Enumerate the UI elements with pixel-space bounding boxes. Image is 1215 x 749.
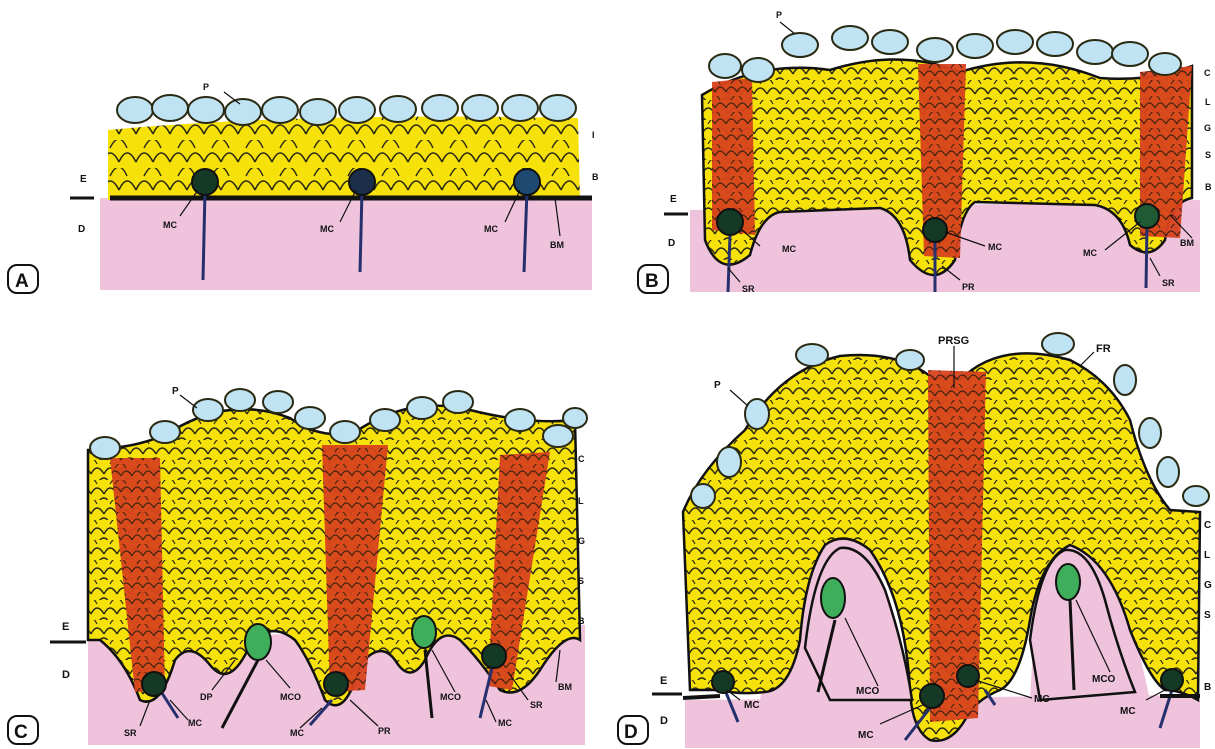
panel-a-label-mc-3: MC <box>484 224 498 234</box>
panel-d-merkel-cell-3 <box>957 665 979 687</box>
panel-a-merkel-cell-1 <box>192 169 218 195</box>
panel-d-label-mc-2: MC <box>858 730 874 741</box>
panel-d-label-mco-2: MCO <box>1092 674 1116 685</box>
panel-d-merkel-organ-1 <box>821 578 845 618</box>
panel-b-label-l: L <box>1205 97 1211 107</box>
panel-d-label-e: E <box>660 675 667 687</box>
panel-c-merkel-organ-1 <box>245 624 271 660</box>
panel-a-label-mc-1: MC <box>163 220 177 230</box>
panel-d-badge-label: D <box>624 722 638 743</box>
panel-d-label-mco-1: MCO <box>856 686 880 697</box>
panel-c-merkel-cell-1 <box>142 672 166 696</box>
panel-a-label-b: B <box>592 172 599 182</box>
panel-a-label-i: I <box>592 130 595 140</box>
panel-a: P I B E D MC MC MC BM A <box>8 82 599 293</box>
panel-d-label-d: D <box>660 715 668 727</box>
panel-b-label-g: G <box>1204 123 1211 133</box>
panel-d-label-s: S <box>1204 610 1211 621</box>
panel-b-label-c: C <box>1204 68 1211 78</box>
panel-a-label-e: E <box>80 174 87 185</box>
panel-c-merkel-cell-2 <box>324 672 348 696</box>
panel-d-label-mc-3: MC <box>1034 694 1050 705</box>
panel-c-label-bm: BM <box>558 682 572 692</box>
panel-b-label-bm: BM <box>1180 238 1194 248</box>
panel-c-merkel-cell-3 <box>482 644 506 668</box>
panel-b: P C L G S B E D MC MC MC BM SR PR SR B <box>638 10 1212 294</box>
panel-b-label-p: P <box>776 10 782 20</box>
panel-b-label-d: D <box>668 238 675 249</box>
panel-a-merkel-cell-2 <box>349 169 375 195</box>
panel-d-label-g: G <box>1204 580 1212 591</box>
panel-c-label-e: E <box>62 621 69 633</box>
panel-d-merkel-organ-2 <box>1056 564 1080 600</box>
panel-a-epithelium <box>108 117 580 201</box>
panel-d-merkel-cell-1 <box>712 671 734 693</box>
panel-b-label-s: S <box>1205 150 1211 160</box>
panel-c: P C L G S B E D DP MCO MCO SR MC MC PR M… <box>8 386 587 745</box>
panel-b-label-mc-3: MC <box>1083 248 1097 258</box>
panel-a-nerve-1 <box>203 190 205 280</box>
panel-c-label-s: S <box>578 576 584 586</box>
panel-b-label-b: B <box>1205 182 1212 192</box>
panel-a-badge-label: A <box>15 271 29 292</box>
panel-c-label-d: D <box>62 669 70 681</box>
panel-a-label-d: D <box>78 224 85 235</box>
panel-b-label-e: E <box>670 194 677 205</box>
panel-d: PRSG FR P C L G S B E D MCO MCO MC MC MC… <box>618 333 1212 748</box>
panel-b-label-pr: PR <box>962 282 975 292</box>
panel-d-label-mc-4: MC <box>1120 706 1136 717</box>
panel-c-merkel-organ-2 <box>412 616 436 648</box>
panel-c-label-mc-3: MC <box>498 718 512 728</box>
panel-c-label-b: B <box>578 616 585 626</box>
panel-c-label-mc-2: MC <box>290 728 304 738</box>
panel-d-label-b: B <box>1204 682 1211 693</box>
panel-b-label-sr-1: SR <box>742 284 755 294</box>
panel-d-label-mc-1: MC <box>744 700 760 711</box>
panel-a-label-mc-2: MC <box>320 224 334 234</box>
panel-c-label-mco-2: MCO <box>440 692 461 702</box>
panel-b-badge-label: B <box>645 271 659 292</box>
panel-c-label-mc-1: MC <box>188 718 202 728</box>
panel-c-label-g: G <box>578 536 585 546</box>
panel-d-merkel-cell-4 <box>1161 669 1183 691</box>
panel-d-label-c: C <box>1204 520 1211 531</box>
panel-a-nerve-2 <box>360 190 362 272</box>
panel-b-label-sr-2: SR <box>1162 278 1175 288</box>
panel-c-badge-label: C <box>14 722 28 743</box>
panel-a-dermis <box>100 198 592 290</box>
panel-d-label-p: P <box>714 380 721 391</box>
panel-c-label-pr: PR <box>378 726 391 736</box>
panel-c-label-p: P <box>172 386 179 397</box>
panel-c-label-sr-1: SR <box>124 728 137 738</box>
panel-a-merkel-cell-3 <box>514 169 540 195</box>
panel-c-label-sr-2: SR <box>530 700 543 710</box>
panel-d-label-l: L <box>1204 550 1210 561</box>
panel-c-label-l: L <box>578 496 584 506</box>
panel-b-merkel-cell-2 <box>923 218 947 242</box>
panel-b-merkel-cell-1 <box>717 209 743 235</box>
panel-d-label-fr: FR <box>1096 343 1111 355</box>
panel-b-label-mc-1: MC <box>782 244 796 254</box>
panel-c-label-dp: DP <box>200 692 213 702</box>
panel-c-label-mco-1: MCO <box>280 692 301 702</box>
panel-c-label-c: C <box>578 454 585 464</box>
panel-d-label-prsg: PRSG <box>938 335 969 347</box>
panel-a-label-p: P <box>203 82 209 92</box>
panel-b-label-mc-2: MC <box>988 242 1002 252</box>
panel-a-label-bm: BM <box>550 240 564 250</box>
panel-b-merkel-cell-3 <box>1135 204 1159 228</box>
